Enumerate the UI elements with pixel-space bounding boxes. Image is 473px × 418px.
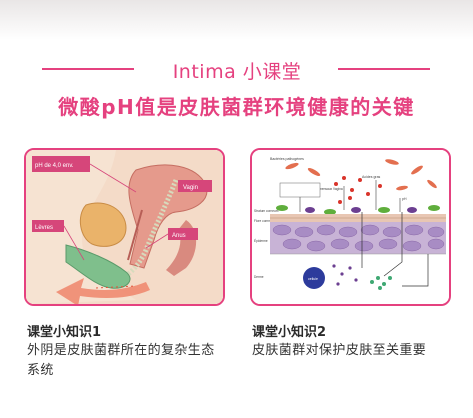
skin-microbiome-illustration: Bactéries pathogènes Acides gras Complém… [252, 150, 449, 304]
anatomy-illustration-card: pH de 4,0 env. Vagin Lèvres Anus [24, 148, 225, 306]
label-epiderme: Épiderme [254, 238, 268, 243]
header-divider-right [338, 68, 430, 70]
label-acides-gras: Acides gras [362, 175, 381, 179]
label-anus: Anus [172, 233, 186, 239]
top-fade [0, 0, 473, 40]
tip-1-body: 外阴是皮肤菌群所在的复杂生态系统 [27, 343, 215, 378]
label-box-levres [32, 220, 64, 232]
label-bacteries: Bactéries pathogènes [270, 157, 304, 161]
label-cellule: cellule [308, 277, 318, 281]
label-vagin: Vagin [183, 185, 198, 191]
label-derme: Derme [254, 275, 264, 279]
label-ph-2: pH [402, 197, 407, 201]
anatomy-illustration: pH de 4,0 env. Vagin Lèvres Anus [26, 150, 223, 304]
headline: 微酸pH值是皮肤菌群环境健康的关键 [58, 95, 415, 119]
skin-microbiome-card: Bactéries pathogènes Acides gras Complém… [250, 148, 451, 306]
label-ph: pH de 4,0 env. [35, 163, 74, 169]
label-flore: Flore commensale [254, 219, 280, 223]
label-box-ph [32, 156, 90, 172]
label-levres: Lèvres [35, 225, 53, 231]
title-suffix: 小课堂 [242, 61, 302, 83]
brand-name: Intima [172, 61, 237, 83]
section-header: Intima 小课堂 [0, 57, 473, 84]
label-stratum: Stratum corneum [254, 209, 279, 213]
tip-2-title: 课堂小知识2 [252, 325, 327, 340]
section-title: Intima 小课堂 [142, 57, 332, 84]
tip-2-body: 皮肤菌群对保护皮肤至关重要 [252, 343, 427, 358]
header-divider-left [42, 68, 134, 70]
tip-1-title: 课堂小知识1 [27, 325, 102, 340]
label-box-vagin [178, 180, 212, 192]
label-box-anus [168, 228, 198, 240]
